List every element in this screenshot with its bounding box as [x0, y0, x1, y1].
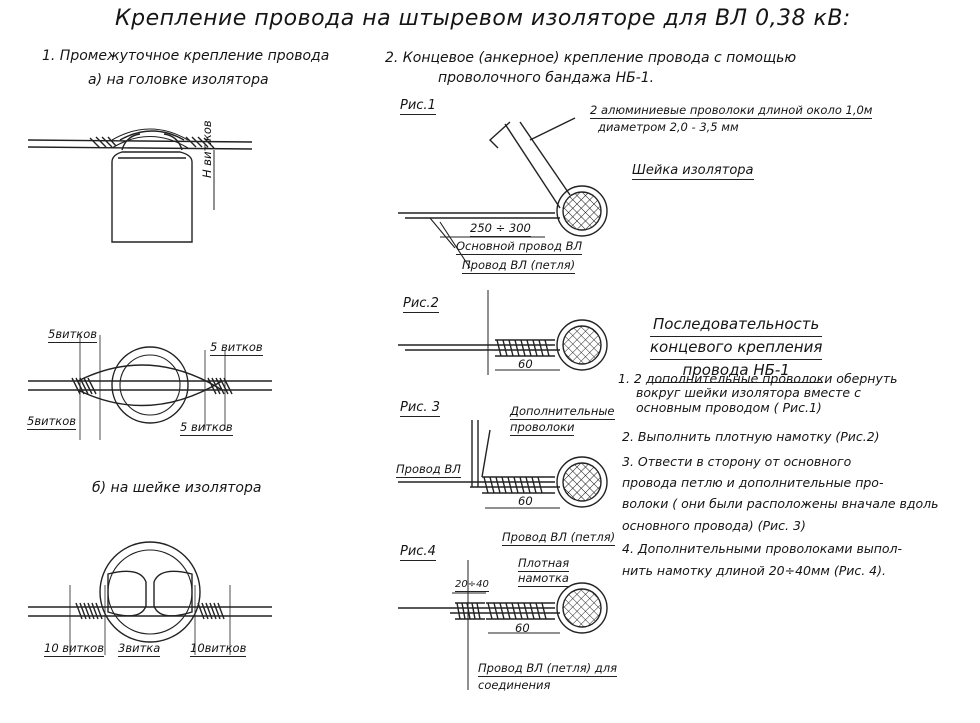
sequence-step-line: волоки ( они были расположены вначале вд… — [622, 496, 939, 511]
sequence-step-line: основного провода) (Рис. 3) — [622, 518, 806, 533]
fig1-label: Рис.1 — [400, 98, 436, 115]
label-a-turns-top-left: 5витков — [48, 327, 98, 343]
fig4-dense-line2: намотка — [518, 571, 569, 587]
sequence-step-line: 3. Отвести в сторону от основного — [622, 454, 852, 469]
fig3-dimension: 60 — [518, 494, 533, 508]
fig3-loop-label: Провод ВЛ (петля) — [502, 530, 616, 546]
fig4-label: Рис.4 — [400, 544, 436, 561]
fig1-neck-label: Шейка изолятора — [632, 163, 754, 180]
sequence-step-line: 1. 2 дополнительные проволоки обернуть — [618, 371, 898, 386]
fig1-main-wire-label: Основной провод ВЛ — [456, 239, 583, 255]
sequence-title-line2: концевого крепления — [650, 337, 823, 360]
fig1-drawing — [398, 117, 608, 269]
section2-heading-line2: проволочного бандажа НБ-1. — [438, 70, 655, 86]
label-a-turns-bottom-left: 5витков — [27, 414, 77, 430]
section1-sub-a: а) на головке изолятора — [88, 72, 269, 88]
sequence-step-line: провода петлю и дополнительные про- — [622, 475, 884, 490]
insulator-head-side-view — [27, 128, 253, 243]
fig3-drawing — [398, 420, 608, 509]
label-b-turns-left: 10 витков — [44, 641, 104, 657]
fig2-label: Рис.2 — [403, 296, 439, 313]
fig4-connection-line1: Провод ВЛ (петля) для — [478, 661, 618, 677]
fig4-drawing — [398, 560, 608, 690]
sequence-step-line: основным проводом ( Рис.1) — [636, 400, 822, 415]
fig3-extra-wires-line2: проволоки — [510, 420, 575, 436]
label-a-turns-bottom-right: 5 витков — [180, 420, 233, 436]
fig1-note-line1: 2 алюминиевые проволоки длиной около 1,0… — [590, 103, 873, 119]
sequence-title-line1: Последовательность — [650, 314, 823, 337]
label-turns-vertical: Н вит.ков — [200, 120, 214, 178]
section2-heading-line1: 2. Концевое (анкерное) крепление провода… — [385, 50, 797, 66]
section1-heading: 1. Промежуточное крепление провода — [42, 48, 330, 64]
fig4-connection-line2: соединения — [478, 678, 551, 692]
fig4-dim-small: 20÷40 — [455, 579, 489, 592]
sequence-step-line: вокруг шейки изолятора вместе с — [636, 385, 861, 400]
section1-sub-b: б) на шейке изолятора — [92, 480, 262, 496]
fig4-dense-line1: Плотная — [518, 556, 570, 572]
label-a-turns-top-right: 5 витков — [210, 340, 263, 356]
label-b-turns-right: 10витков — [190, 641, 247, 657]
fig1-note-line2: диаметром 2,0 - 3,5 мм — [598, 120, 739, 134]
fig4-dimension: 60 — [515, 621, 530, 635]
sequence-step-line: нить намотку длиной 20÷40мм (Рис. 4). — [622, 563, 886, 578]
fig1-loop-wire-label: Провод ВЛ (петля) — [462, 258, 576, 274]
sequence-step-line: 4. Дополнительными проволоками выпол- — [622, 541, 903, 556]
fig2-drawing — [398, 290, 608, 375]
fig2-dimension: 60 — [518, 357, 533, 371]
fig3-label: Рис. 3 — [400, 400, 440, 417]
fig3-extra-wires-line1: Дополнительные — [510, 404, 615, 420]
sequence-title: Последовательность концевого крепления п… — [650, 314, 823, 383]
sequence-title-line3: провода НБ-1 — [650, 360, 823, 383]
sequence-step-line: 2. Выполнить плотную намотку (Рис.2) — [622, 429, 880, 444]
fig3-wire-label: Провод ВЛ — [396, 462, 461, 478]
insulator-head-top-view — [28, 335, 272, 440]
insulator-neck-tie-view — [28, 541, 272, 655]
label-b-turns-middle: 3витка — [118, 641, 161, 657]
fig1-dimension: 250 ÷ 300 — [470, 221, 531, 237]
page-title: Крепление провода на штыревом изоляторе … — [115, 6, 851, 31]
